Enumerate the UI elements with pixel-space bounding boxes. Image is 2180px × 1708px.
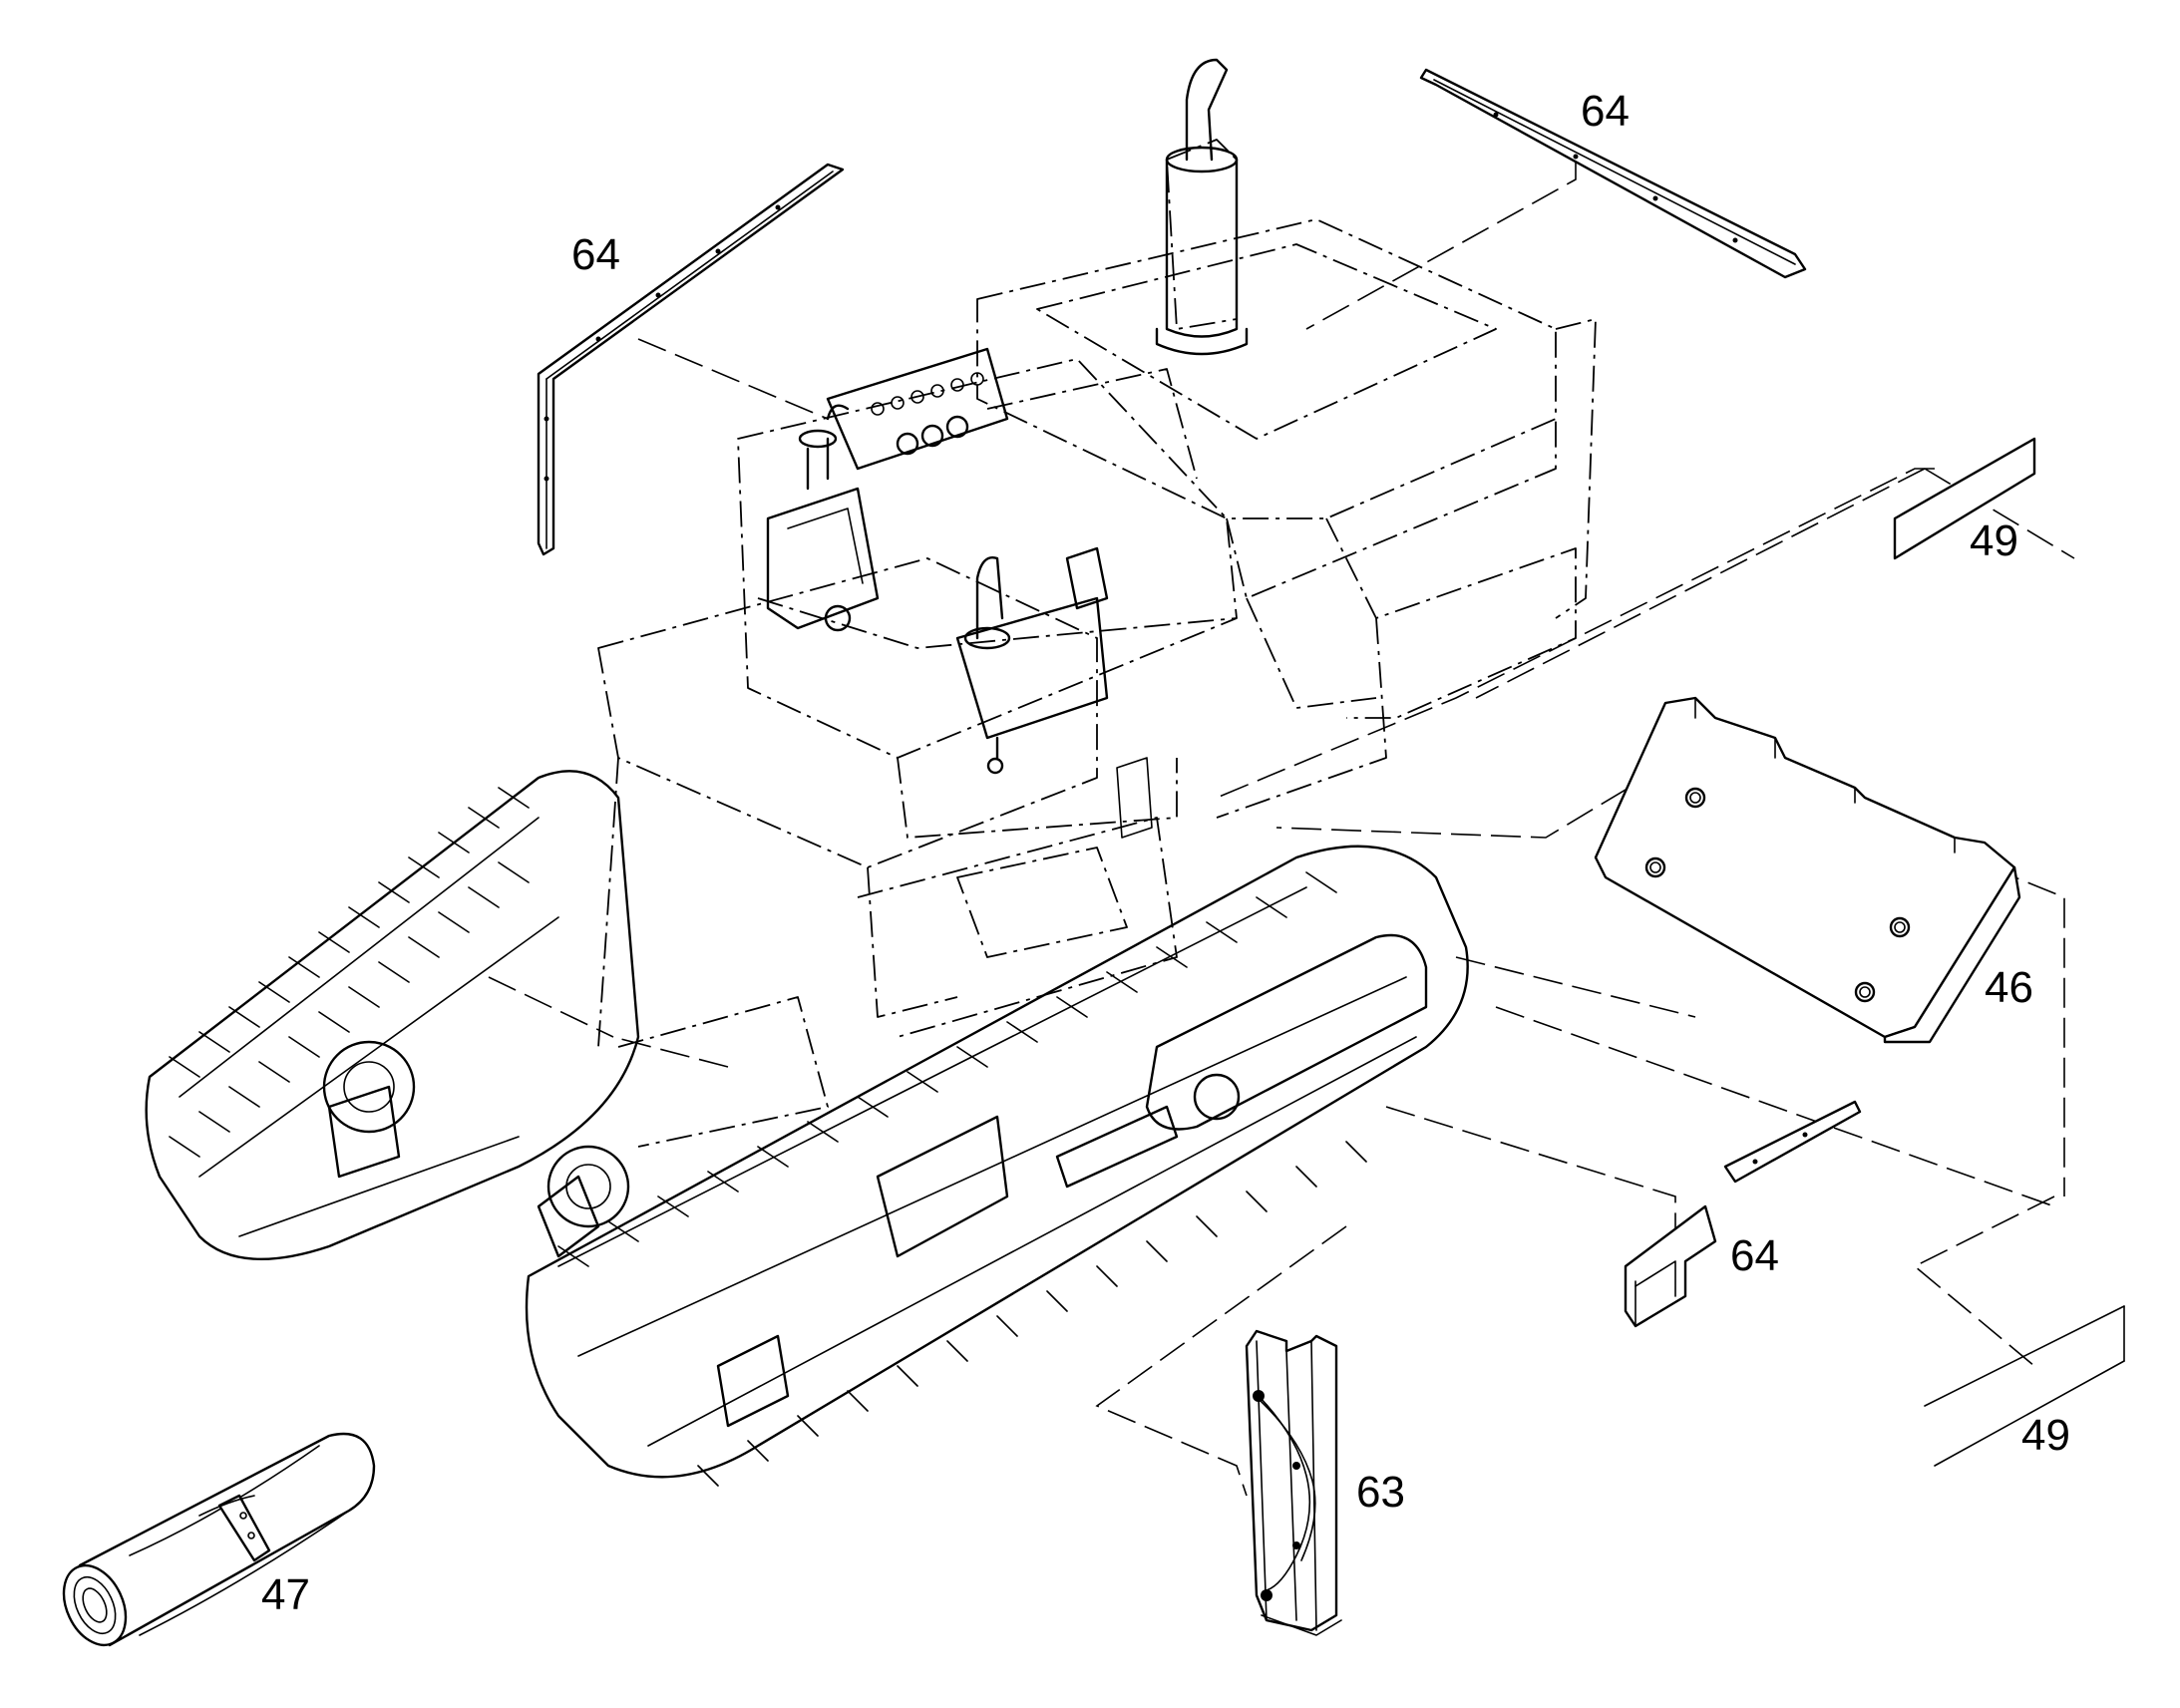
part-49-lower-decal: [1924, 1305, 2125, 1467]
control-console-right: [955, 546, 1153, 839]
part-47-rolled-document: [62, 1432, 376, 1647]
callout-47: 47: [261, 1570, 310, 1619]
instrument-panel: [826, 347, 1009, 471]
callout-49-upper: 49: [1970, 516, 2018, 565]
callout-49-lower: 49: [2021, 1411, 2070, 1460]
part-64-top-right-trim-strip: [1419, 68, 1807, 279]
part-63-post-with-chain: [1245, 1329, 1342, 1636]
control-console-left: [766, 404, 880, 632]
callout-64-lower-right: 64: [1730, 1231, 1779, 1280]
left-track-assembly: [145, 770, 640, 1260]
machine-body-ghost-outline: [597, 139, 1597, 1148]
right-track-assembly: [525, 845, 1469, 1487]
callout-64-top-right: 64: [1581, 87, 1630, 136]
right-track-cleats: [557, 871, 1367, 1487]
callout-46: 46: [1985, 963, 2033, 1012]
callout-63: 63: [1356, 1468, 1405, 1517]
part-46-counterweight: [1594, 696, 2021, 1044]
part-49-upper-decal: [1893, 437, 2036, 560]
left-track-cleats: [169, 787, 530, 1158]
callout-64-top-left: 64: [571, 230, 620, 279]
part-64-lower-right-brackets: [1624, 1100, 1862, 1328]
exhaust-stack: [1155, 58, 1249, 356]
part-64-top-left-trim-strip: [537, 163, 845, 556]
